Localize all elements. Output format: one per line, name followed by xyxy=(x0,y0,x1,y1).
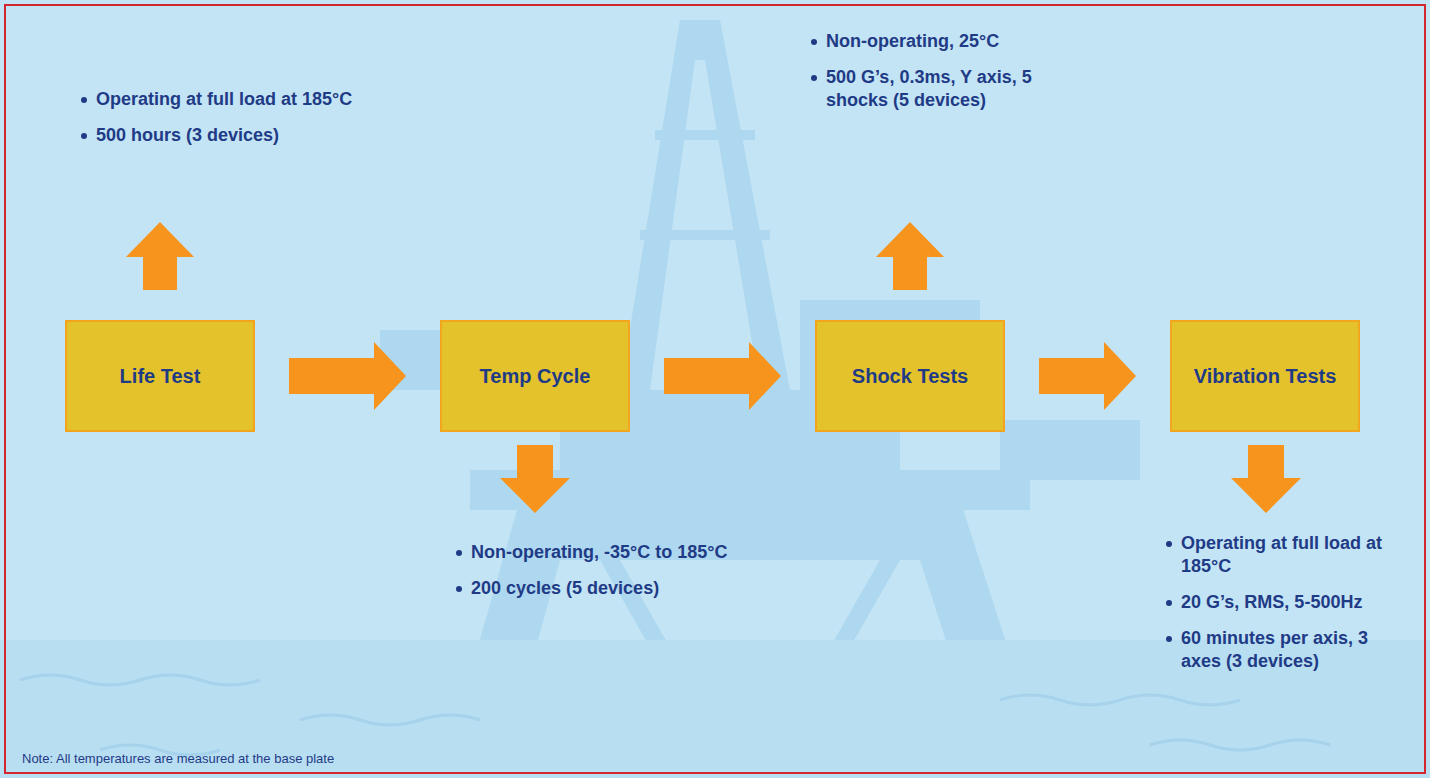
bullet-dot xyxy=(1166,541,1172,547)
bullet-dot xyxy=(1166,636,1172,642)
up-arrow xyxy=(126,222,194,290)
test-condition: 500 G’s, 0.3ms, Y axis, 5 shocks (5 devi… xyxy=(810,66,1062,112)
box-title: Vibration Tests xyxy=(1184,365,1347,388)
test-condition: Non-operating, -35°C to 185°C xyxy=(455,541,727,564)
bullet-dot xyxy=(811,75,817,81)
box-title: Shock Tests xyxy=(842,365,978,388)
down-arrow xyxy=(500,445,570,513)
test-box: Temp Cycle xyxy=(440,320,630,432)
test-box: Shock Tests xyxy=(815,320,1005,432)
bullet-dot xyxy=(456,586,462,592)
test-condition: Non-operating, 25°C xyxy=(810,30,999,53)
test-condition: Operating at full load at 185°C xyxy=(80,88,352,111)
test-condition: 500 hours (3 devices) xyxy=(80,124,279,147)
flow-arrow xyxy=(289,342,406,410)
test-condition: 20 G’s, RMS, 5-500Hz xyxy=(1165,591,1362,614)
test-condition: Operating at full load at 185°C xyxy=(1165,532,1391,578)
test-condition: 60 minutes per axis, 3 axes (3 devices) xyxy=(1165,627,1391,673)
bullet-dot xyxy=(81,133,87,139)
bullet-dot xyxy=(811,39,817,45)
box-title: Temp Cycle xyxy=(470,365,601,388)
bullet-dot xyxy=(1166,600,1172,606)
footnote: Note: All temperatures are measured at t… xyxy=(22,747,334,770)
bullet-dot xyxy=(81,97,87,103)
flow-arrow xyxy=(1039,342,1136,410)
box-title: Life Test xyxy=(110,365,211,388)
wave-strokes xyxy=(20,675,1330,755)
flow-arrow xyxy=(664,342,781,410)
test-box: Vibration Tests xyxy=(1170,320,1360,432)
up-arrow xyxy=(876,222,944,290)
test-condition: 200 cycles (5 devices) xyxy=(455,577,659,600)
bullet-dot xyxy=(456,550,462,556)
test-box: Life Test xyxy=(65,320,255,432)
down-arrow xyxy=(1231,445,1301,513)
